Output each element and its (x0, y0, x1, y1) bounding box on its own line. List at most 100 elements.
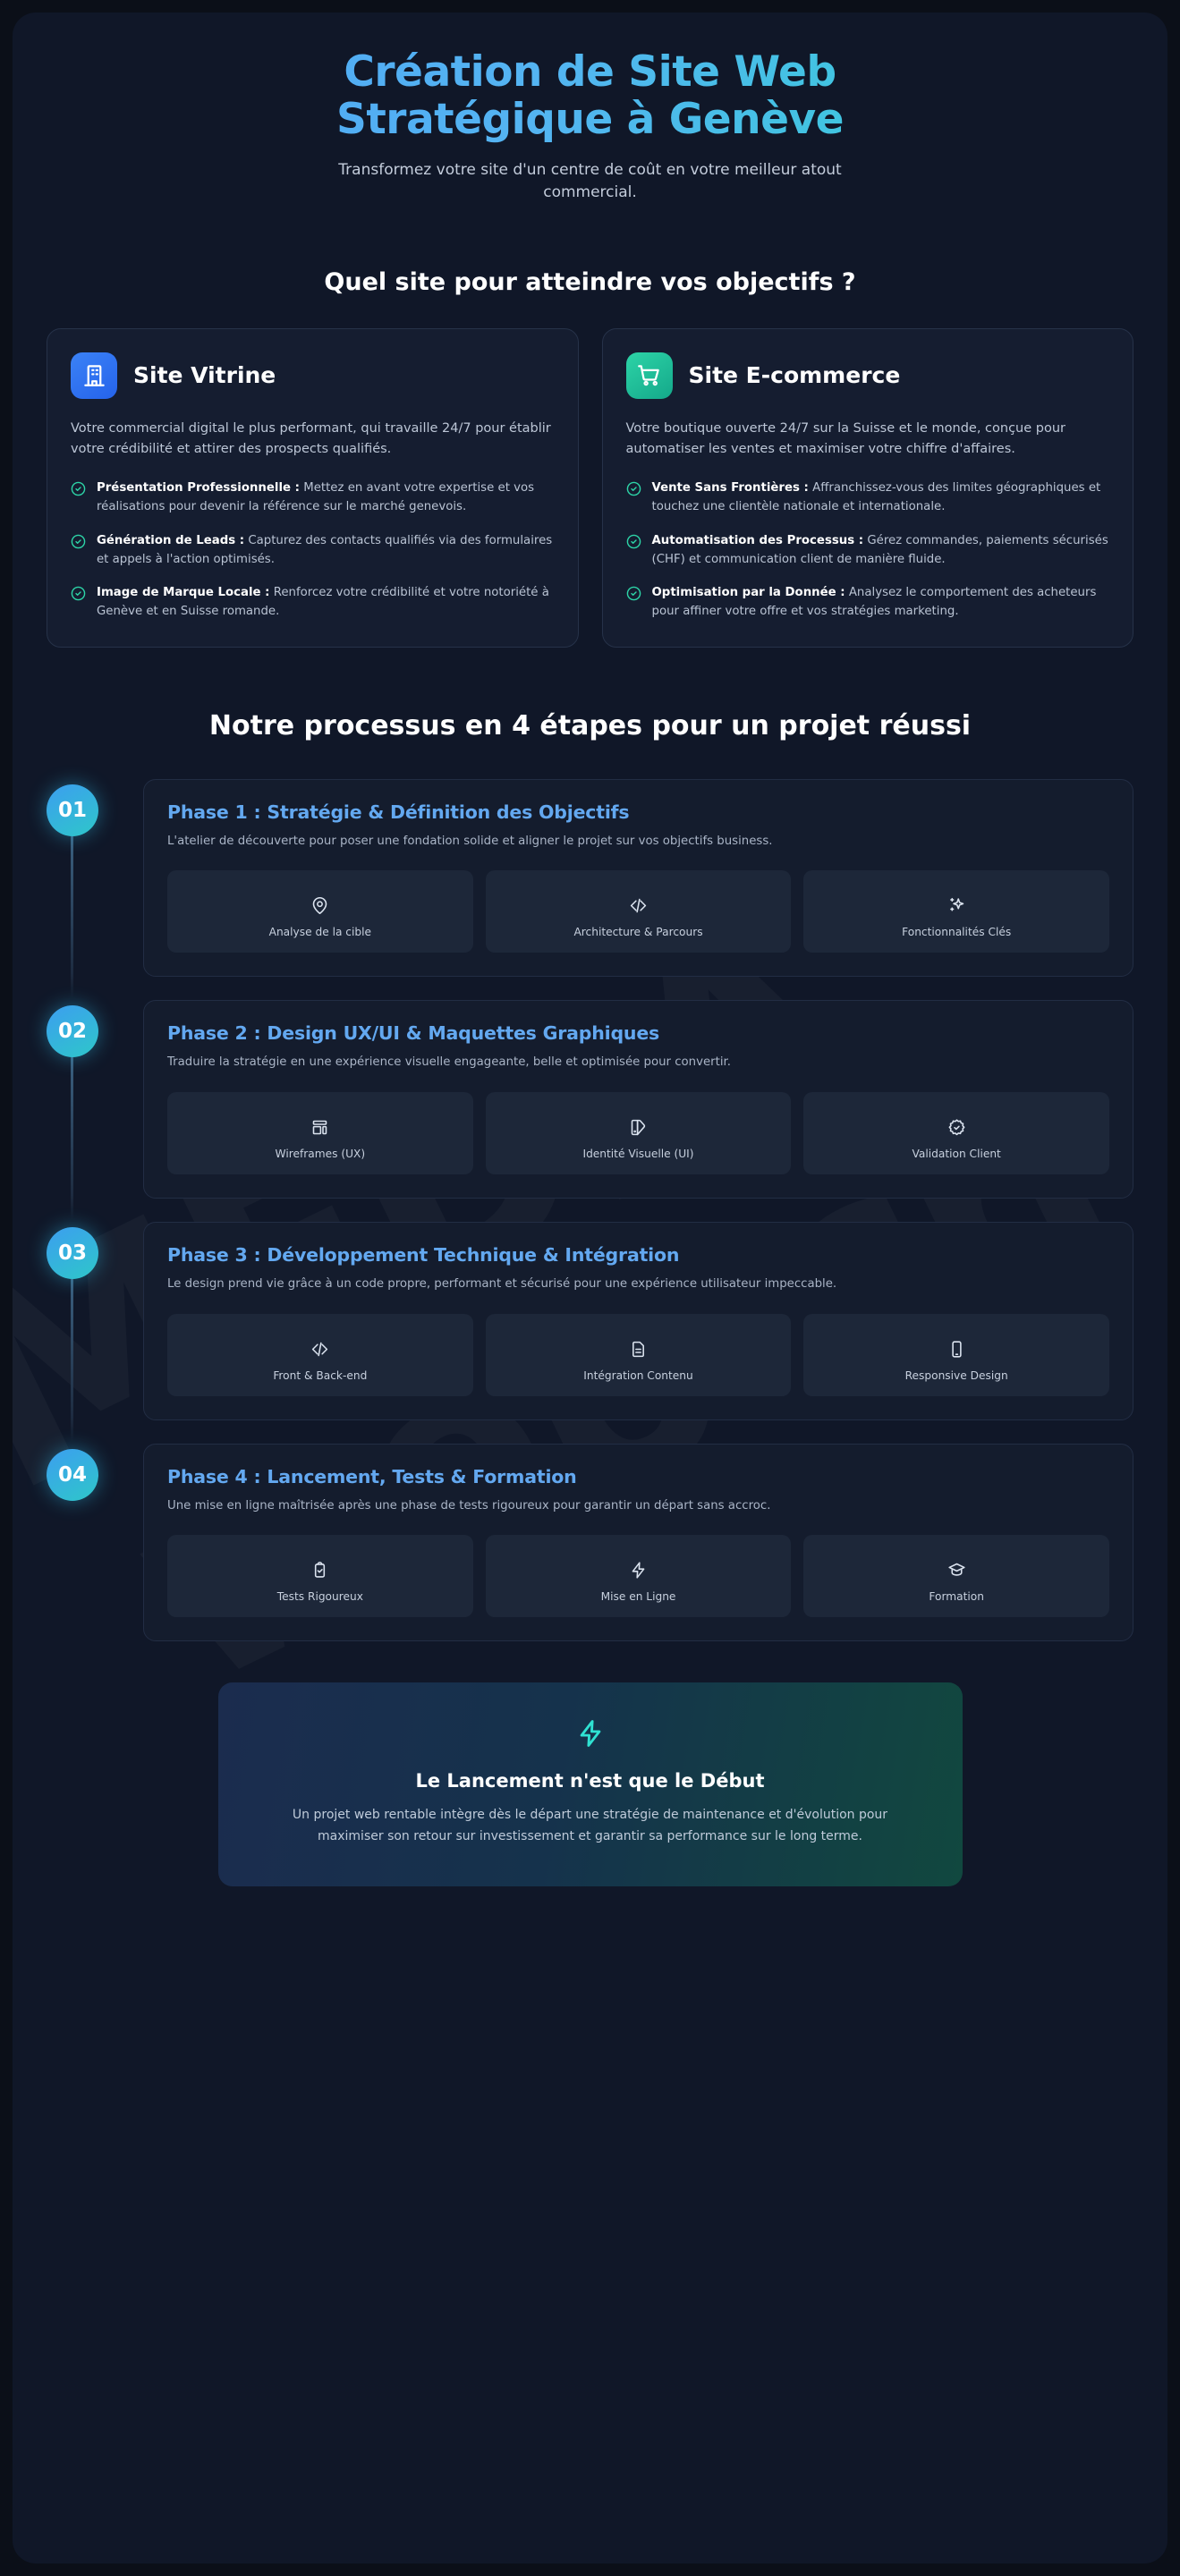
palette-icon (493, 1118, 785, 1137)
chip-label: Intégration Contenu (583, 1368, 693, 1382)
page-frame: MEDIA web.ch Création de Site Web Straté… (13, 13, 1167, 2563)
list-item: Présentation Professionnelle : Mettez en… (71, 479, 555, 516)
bullet-text: Analysez le comportement des acheteurs p… (651, 586, 1097, 619)
zap-icon (277, 1718, 904, 1752)
chip-label: Responsive Design (904, 1368, 1008, 1382)
chip-label: Architecture & Parcours (573, 926, 703, 939)
chip-mise-en-ligne[interactable]: Mise en Ligne (485, 1535, 792, 1618)
card-header: Site E-commerce (625, 352, 1110, 399)
section-title-processus: Notre processus en 4 étapes pour un proj… (208, 709, 972, 741)
bullet-label: Automatisation des Processus : (651, 533, 864, 547)
page-title-line-2: Stratégique à Genève (335, 95, 845, 145)
chip-analyse-de-la-cible[interactable]: Analyse de la cible (167, 870, 473, 953)
chip-validation-client[interactable]: Validation Client (803, 1092, 1110, 1175)
cta-section: Le Lancement n'est que le Début Un proje… (47, 1682, 1133, 1922)
step-title: Phase 2 : Design UX/UI & Maquettes Graph… (167, 1022, 660, 1045)
card-site-ecommerce[interactable]: Site E-commerce Votre boutique ouverte 2… (601, 327, 1133, 648)
bullet-label: Présentation Professionnelle : (97, 481, 300, 496)
cta-card[interactable]: Le Lancement n'est que le Début Un proje… (217, 1682, 963, 1887)
check-circle-icon (626, 534, 641, 549)
timeline-connector (71, 835, 73, 999)
timeline-step-3: 03 Phase 3 : Développement Technique & I… (47, 1222, 1133, 1442)
bullet-text: Affranchissez-vous des limites géographi… (651, 481, 1101, 514)
step-title: Phase 4 : Lancement, Tests & Formation (167, 1465, 577, 1487)
chip-fonctionnalites-cles[interactable]: Fonctionnalités Clés (803, 870, 1110, 953)
check-circle-icon (626, 586, 641, 601)
step-badge: 04 (47, 1448, 98, 1501)
hero-section: Création de Site Web Stratégique à Genèv… (47, 13, 1133, 204)
list-item: Vente Sans Frontières : Affranchissez-vo… (626, 479, 1110, 516)
step-description: L'atelier de découverte pour poser une f… (167, 834, 773, 848)
zap-icon (493, 1561, 785, 1580)
code-icon (493, 896, 785, 915)
list-item: Génération de Leads : Capturez des conta… (71, 532, 555, 569)
file-text-icon (493, 1340, 785, 1359)
sparkles-icon (811, 896, 1102, 915)
chip-identite-visuelle-ui[interactable]: Identité Visuelle (UI) (485, 1092, 792, 1175)
graduation-cap-icon (811, 1561, 1102, 1580)
check-circle-icon (71, 534, 86, 549)
card-bullets: Vente Sans Frontières : Affranchissez-vo… (626, 479, 1110, 621)
timeline-connector (71, 1279, 73, 1442)
step-badge: 02 (47, 1005, 98, 1058)
timeline-connector (71, 1057, 73, 1221)
process-timeline: 01 Phase 1 : Stratégie & Définition des … (47, 778, 1133, 1642)
chip-label: Formation (929, 1590, 984, 1604)
step-chips: Tests Rigoureux Mise en Ligne Formation (167, 1535, 1110, 1618)
bullet-text: Capturez des contacts qualifiés via des … (97, 533, 553, 566)
bullet-label: Vente Sans Frontières : (651, 481, 809, 496)
list-item: Optimisation par la Donnée : Analysez le… (626, 584, 1110, 621)
step-card[interactable]: Phase 4 : Lancement, Tests & Formation U… (143, 1443, 1133, 1642)
bullet-text: Renforcez votre crédibilité et votre not… (97, 586, 549, 619)
chip-formation[interactable]: Formation (803, 1535, 1110, 1618)
cta-text: Un projet web rentable intègre dès le dé… (292, 1808, 888, 1844)
chip-integration-contenu[interactable]: Intégration Contenu (485, 1313, 792, 1396)
step-title: Phase 1 : Stratégie & Définition des Obj… (167, 801, 630, 823)
bullet-label: Génération de Leads : (97, 533, 245, 547)
card-description: Votre boutique ouverte 24/7 sur la Suiss… (625, 420, 1066, 456)
cta-title: Le Lancement n'est que le Début (415, 1770, 765, 1792)
list-item: Automatisation des Processus : Gérez com… (626, 532, 1110, 569)
chip-label: Identité Visuelle (UI) (582, 1148, 694, 1161)
page-title: Création de Site Web Stratégique à Genèv… (47, 48, 1133, 143)
card-description: Votre commercial digital le plus perform… (71, 420, 551, 456)
hero-subtitle: Transformez votre site d'un centre de co… (338, 161, 842, 201)
step-description: Le design prend vie grâce à un code prop… (167, 1277, 837, 1292)
chip-architecture-parcours[interactable]: Architecture & Parcours (485, 870, 792, 953)
step-card[interactable]: Phase 2 : Design UX/UI & Maquettes Graph… (143, 1000, 1133, 1199)
step-chips: Analyse de la cible Architecture & Parco… (167, 870, 1110, 953)
check-circle-icon (626, 481, 641, 496)
card-title: Site E-commerce (688, 362, 901, 388)
badge-check-icon (811, 1118, 1102, 1137)
card-title: Site Vitrine (133, 362, 276, 388)
timeline-step-2: 02 Phase 2 : Design UX/UI & Maquettes Gr… (47, 1000, 1133, 1221)
chip-tests-rigoureux[interactable]: Tests Rigoureux (167, 1535, 473, 1618)
step-card[interactable]: Phase 1 : Stratégie & Définition des Obj… (143, 778, 1133, 978)
chip-label: Mise en Ligne (600, 1590, 676, 1604)
clipboard-check-icon (174, 1561, 466, 1580)
page-title-line-1: Création de Site Web (344, 47, 836, 97)
step-card[interactable]: Phase 3 : Développement Technique & Inté… (143, 1222, 1133, 1420)
chip-label: Validation Client (912, 1148, 1001, 1161)
chip-wireframes-ux[interactable]: Wireframes (UX) (167, 1092, 473, 1175)
shopping-cart-icon (625, 352, 673, 399)
step-chips: Wireframes (UX) Identité Visuelle (UI) V… (167, 1092, 1110, 1175)
code-icon (174, 1340, 466, 1359)
chip-responsive-design[interactable]: Responsive Design (803, 1313, 1110, 1396)
bullet-label: Image de Marque Locale : (97, 586, 270, 600)
step-description: Une mise en ligne maîtrisée après une ph… (167, 1498, 771, 1513)
chip-label: Fonctionnalités Clés (902, 926, 1012, 939)
map-pin-icon (174, 896, 466, 915)
timeline-step-4: 04 Phase 4 : Lancement, Tests & Formatio… (47, 1443, 1133, 1642)
layout-icon (174, 1118, 466, 1137)
building-icon (71, 352, 117, 399)
card-site-vitrine[interactable]: Site Vitrine Votre commercial digital le… (47, 327, 579, 648)
chip-front-back-end[interactable]: Front & Back-end (167, 1313, 473, 1396)
offer-cards: Site Vitrine Votre commercial digital le… (47, 327, 1133, 648)
check-circle-icon (71, 586, 86, 601)
timeline-step-1: 01 Phase 1 : Stratégie & Définition des … (47, 778, 1133, 999)
card-header: Site Vitrine (71, 352, 555, 399)
chip-label: Tests Rigoureux (276, 1590, 363, 1604)
smartphone-icon (811, 1340, 1102, 1359)
